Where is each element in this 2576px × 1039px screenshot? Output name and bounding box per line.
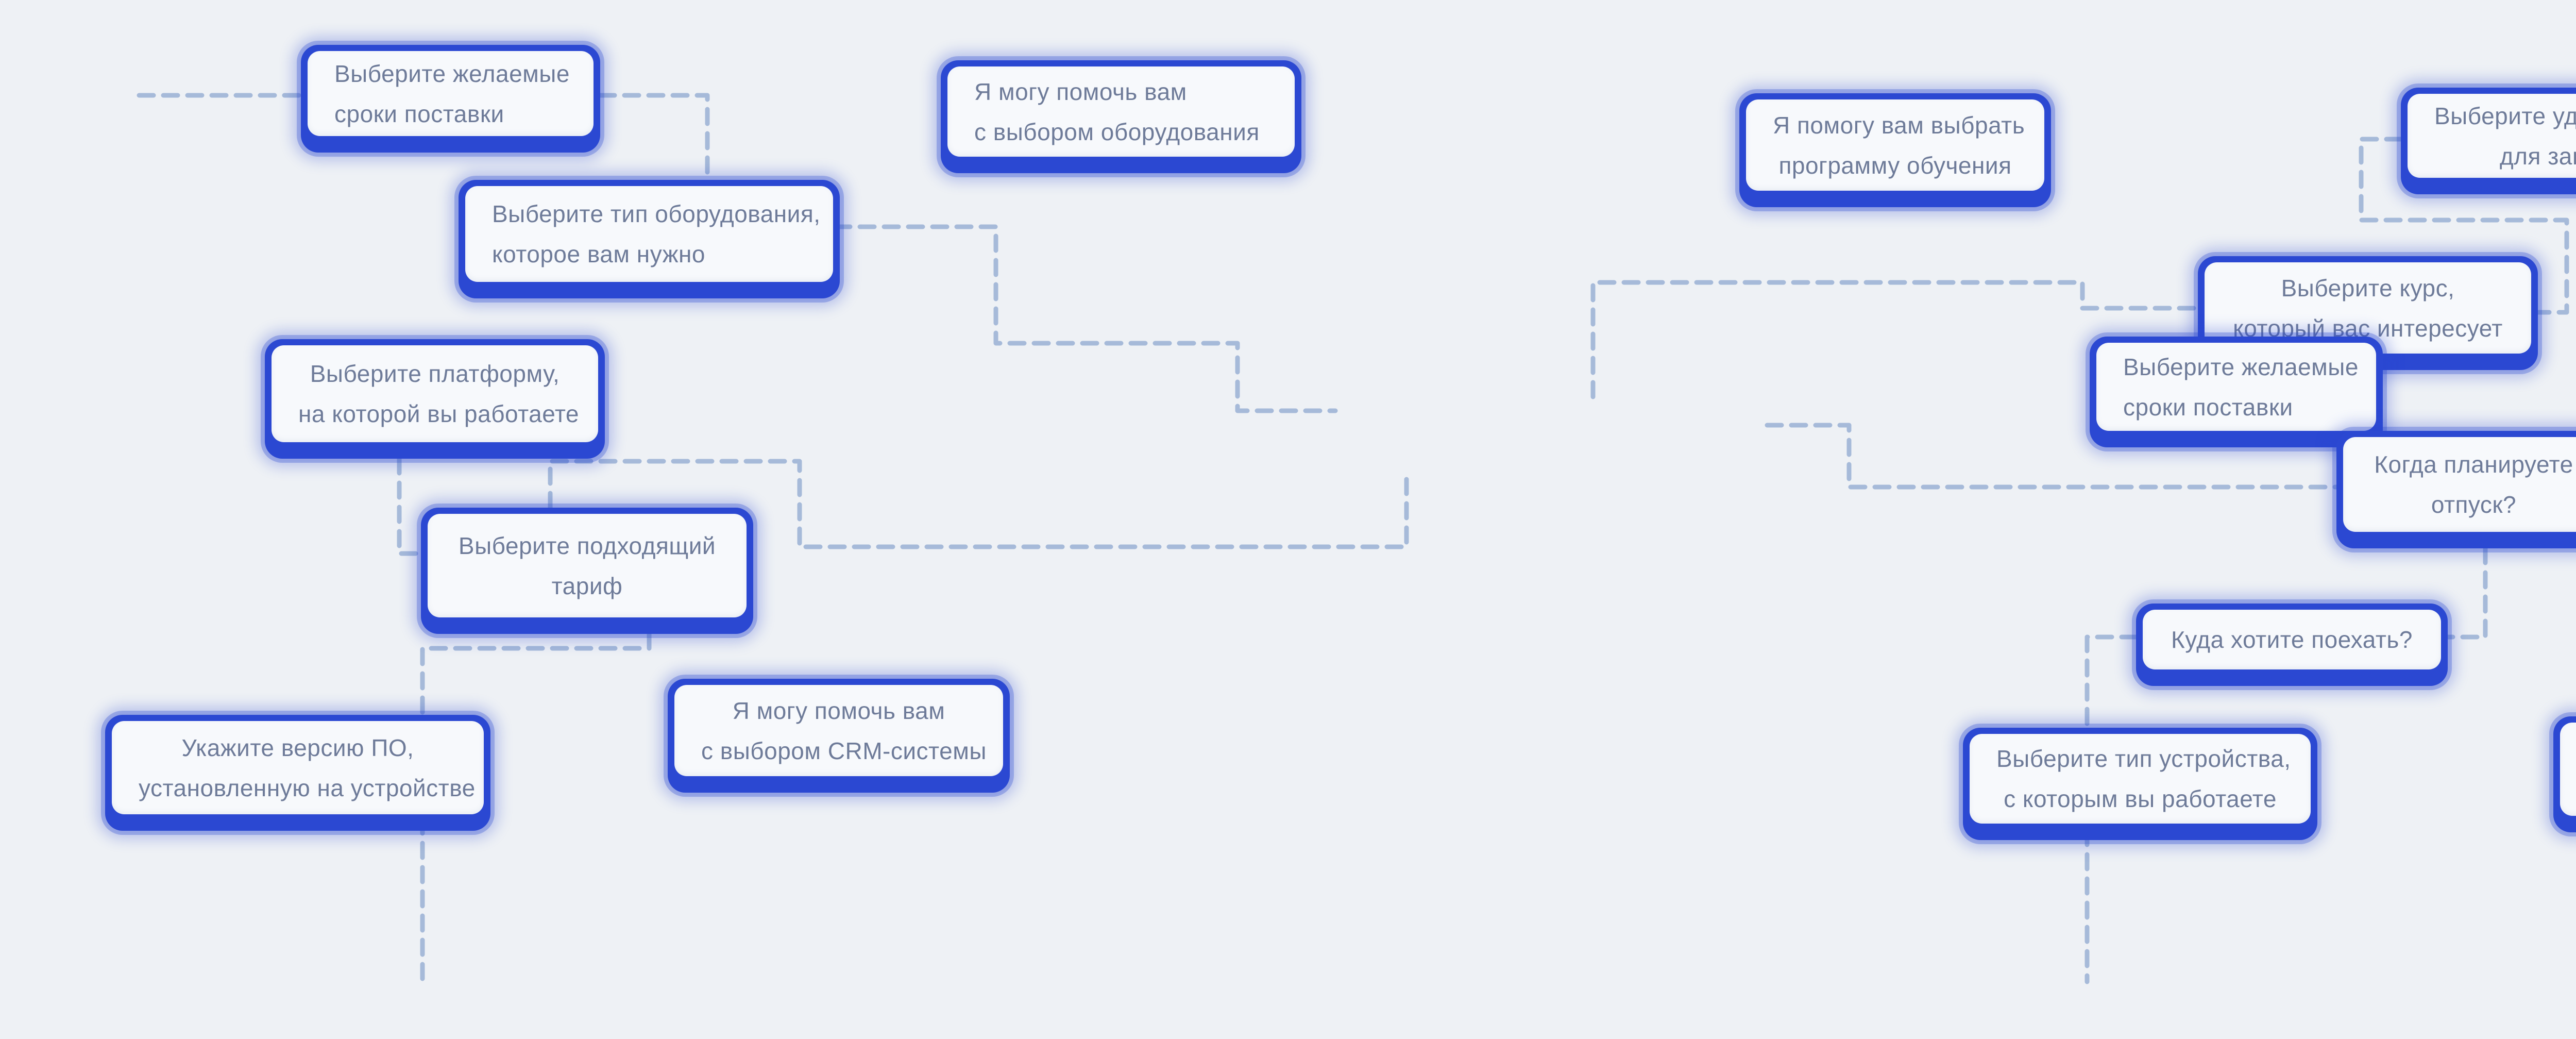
- message-node-body: Куда хотите поехать?: [2143, 610, 2441, 669]
- message-node-body: Я могу помочь вам с выбором CRM-системы: [674, 685, 1003, 776]
- connector-travel-to-device-type: [2084, 634, 2139, 984]
- message-node-label-line: для занятий: [2499, 142, 2576, 170]
- message-node-label-line: Выберите тип оборудования,: [492, 200, 821, 227]
- message-node-label-line: программу обучения: [1778, 152, 2012, 179]
- message-node-label-line: отпуск?: [2431, 491, 2517, 518]
- message-node-vacation-when[interactable]: Когда планируете отпуск?: [2336, 431, 2576, 548]
- message-node-label-line: Куда хотите поехать?: [2171, 626, 2413, 653]
- connector-equip-type-out-right: [833, 224, 1338, 413]
- message-node-body: Выберите тип оборудования, которое вам ну…: [465, 186, 833, 282]
- message-node-label-line: на которой вы работаете: [298, 400, 579, 427]
- message-node-crm-help[interactable]: Я могу помочь вам с выбором CRM-системы: [668, 679, 1010, 793]
- message-node-label-line: Выберите подходящий: [458, 532, 716, 559]
- message-node-body: Выберите удобное время для занятий: [2408, 94, 2576, 178]
- message-node-body: Я помогу вам выбрать программу обучения: [1746, 99, 2044, 191]
- message-node-device-type[interactable]: Выберите тип устройства, с которым вы раб…: [1963, 728, 2317, 840]
- connector-edge-into-course-left: [1590, 280, 2200, 399]
- message-node-software-version-right[interactable]: Укажите версию ПО,установленную на устро…: [2553, 716, 2576, 832]
- connector-platform-to-tariff: [397, 456, 423, 556]
- message-node-lesson-time[interactable]: Выберите удобное время для занятий: [2401, 88, 2576, 194]
- connector-tariff-to-software-left: [420, 631, 652, 984]
- message-node-label-line: Укажите версию ПО,: [181, 734, 414, 761]
- message-node-body: Когда планируете отпуск?: [2343, 437, 2576, 532]
- message-node-platform-choice[interactable]: Выберите платформу, на которой вы работае…: [265, 339, 605, 459]
- message-node-body: Выберите желаемые сроки поставки: [308, 51, 594, 136]
- connector-vacation-to-travel: [2445, 546, 2488, 640]
- message-node-body: Выберите платформу, на которой вы работае…: [272, 345, 598, 442]
- message-node-label-line: Выберите желаемые: [334, 60, 570, 87]
- message-node-body: Я могу помочь вам с выбором оборудования: [947, 66, 1295, 157]
- message-node-label-line: Выберите курс,: [2281, 274, 2455, 301]
- message-node-label-line: Выберите тип устройства,: [1996, 745, 2291, 772]
- message-node-label-line: Выберите желаемые: [2123, 353, 2359, 380]
- message-node-body: Выберите тип устройства, с которым вы раб…: [1970, 734, 2311, 824]
- connector-lesson-time-to-course-right: [2359, 137, 2569, 315]
- message-node-label-line: Я могу помочь вам: [974, 78, 1187, 105]
- message-node-label-line: установленную на устройстве: [139, 774, 476, 801]
- message-node-label-line: с выбором CRM-системы: [701, 737, 987, 764]
- connector-tariff-top-out-right: [548, 459, 1409, 549]
- message-node-body: Выберите подходящий тариф: [428, 514, 747, 617]
- message-node-label-line: с которым вы работаете: [2004, 785, 2277, 812]
- connector-edge-into-vacation: [1765, 423, 2339, 490]
- message-node-software-version-left[interactable]: Укажите версию ПО, установленную на устро…: [105, 715, 490, 831]
- message-node-travel-where[interactable]: Куда хотите поехать?: [2136, 604, 2448, 686]
- message-node-tariff-choice[interactable]: Выберите подходящий тариф: [421, 508, 753, 634]
- message-node-label-line: Выберите удобное время: [2434, 102, 2576, 129]
- message-node-equipment-type[interactable]: Выберите тип оборудования, которое вам ну…: [459, 180, 840, 298]
- message-node-body: Укажите версию ПО,установленную на устро…: [2560, 723, 2576, 816]
- message-node-label-line: тариф: [551, 572, 623, 599]
- message-node-body: Укажите версию ПО, установленную на устро…: [112, 721, 484, 814]
- message-node-equipment-help[interactable]: Я могу помочь вам с выбором оборудования: [941, 60, 1301, 173]
- message-node-label-line: сроки поставки: [2123, 393, 2293, 421]
- message-node-label-line: Когда планируете: [2374, 451, 2573, 478]
- connector-delivery-left-to-equip-type: [598, 93, 710, 182]
- message-node-training-program-help[interactable]: Я помогу вам выбрать программу обучения: [1739, 93, 2051, 207]
- message-node-delivery-terms-left[interactable]: Выберите желаемые сроки поставки: [301, 45, 600, 153]
- message-node-label-line: Я могу помочь вам: [732, 697, 945, 724]
- message-node-label-line: которое вам нужно: [492, 241, 705, 267]
- message-node-label-line: Я помогу вам выбрать: [1773, 111, 2025, 139]
- message-node-body: Выберите желаемые сроки поставки: [2096, 343, 2376, 431]
- message-node-label-line: Выберите платформу,: [310, 360, 560, 387]
- message-node-label-line: сроки поставки: [334, 100, 504, 127]
- message-node-label-line: с выбором оборудования: [974, 118, 1260, 145]
- message-node-delivery-terms-right[interactable]: Выберите желаемые сроки поставки: [2090, 337, 2383, 447]
